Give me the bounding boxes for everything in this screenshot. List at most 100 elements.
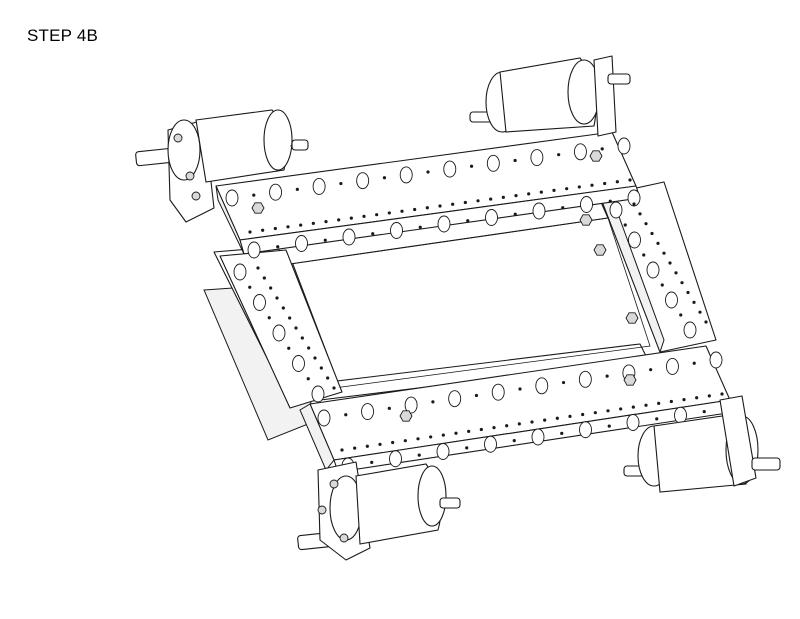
plate-hole-small <box>517 422 521 426</box>
plate-hole <box>225 189 239 207</box>
plate-hole-small <box>261 228 265 232</box>
plate-hole-small <box>605 374 609 378</box>
hex-nut <box>593 244 607 256</box>
plate-hole-small <box>649 368 653 372</box>
plate-hole-small <box>391 440 395 445</box>
plate-hole <box>485 209 498 226</box>
plate-hole <box>535 377 549 395</box>
plate-hole-small <box>306 377 310 381</box>
plate-hole-small <box>313 356 317 360</box>
plate-hole <box>436 443 450 460</box>
plate-hole-small <box>543 418 547 422</box>
plate-hole <box>491 383 505 401</box>
plate-hole-small <box>353 446 357 450</box>
plate-hole-small <box>469 164 474 168</box>
plate-hole-small <box>656 241 660 245</box>
plate-hole-small <box>466 219 470 223</box>
plate-hole-small <box>674 271 678 275</box>
plate-hole-small <box>644 222 648 226</box>
plate-hole-small <box>692 361 696 365</box>
plate-hole <box>530 149 544 167</box>
plate-hole-small <box>638 212 642 216</box>
plate-hole <box>272 324 286 342</box>
plate-hole-small <box>252 193 256 197</box>
plate-hole <box>531 428 545 446</box>
plate-hole-small <box>513 212 517 216</box>
plate-hole <box>404 396 418 414</box>
plate-hole-small <box>326 376 330 380</box>
plate-hole-small <box>632 202 636 206</box>
hex-nut <box>623 374 637 386</box>
plate-holes <box>225 137 735 475</box>
plate-hole <box>617 137 631 155</box>
plate-hole-small <box>668 261 672 265</box>
plate-hole-small <box>400 209 404 213</box>
plate-hole-small <box>669 399 673 404</box>
plate-hole-small <box>607 424 611 428</box>
plate-hole <box>626 414 640 431</box>
hex-nut <box>589 150 603 162</box>
plate-hole-small <box>311 221 315 225</box>
plate-hole <box>627 189 641 207</box>
plate-hole-small <box>319 366 323 370</box>
plate-hole <box>486 154 500 172</box>
plate-hole <box>683 321 697 339</box>
plate-hole <box>389 450 402 468</box>
plate-hole <box>532 202 546 220</box>
plate-hole <box>665 357 679 375</box>
plate-hole-small <box>513 158 517 163</box>
bolt-nuts <box>251 150 639 422</box>
plate-hole-small <box>378 442 382 446</box>
plate-hole-small <box>600 147 604 151</box>
plate-hole-small <box>514 194 518 198</box>
plate-hole-small <box>682 398 686 402</box>
plate-hole <box>312 177 326 195</box>
plate-hole-small <box>631 405 635 409</box>
plate-hole-small <box>561 206 565 210</box>
plate-hole-small <box>288 316 292 320</box>
plate-hole-small <box>267 316 271 320</box>
plate-hole-small <box>465 446 469 450</box>
plate-hole-small <box>628 178 632 182</box>
plate-hole-small <box>269 286 273 290</box>
plate-hole-small <box>323 238 327 242</box>
plate-hole <box>247 241 261 259</box>
plate-hole <box>443 160 457 178</box>
plate-hole-small <box>644 403 648 407</box>
plate-hole <box>292 355 305 372</box>
plate-hole <box>356 172 370 190</box>
plate-hole <box>269 183 283 201</box>
hex-nut <box>399 410 413 422</box>
plate-hole-small <box>479 427 483 432</box>
plate-hole-small <box>417 453 421 457</box>
plate-hole-small <box>425 206 429 210</box>
plate-hole-small <box>505 424 509 428</box>
plate-hole <box>674 406 687 424</box>
plate-hole-small <box>262 276 266 280</box>
plate-hole-small <box>581 412 585 417</box>
plate-hole-small <box>275 296 279 300</box>
plate-hole-small <box>339 181 343 186</box>
plate-hole-small <box>619 407 623 411</box>
plate-hole-small <box>593 411 597 415</box>
plate-hole-small <box>387 211 391 215</box>
plate-hole-small <box>349 216 353 220</box>
plate-hole-small <box>451 202 455 206</box>
plate-hole-small <box>431 400 435 404</box>
plate-hole-small <box>474 393 479 398</box>
plate-hole <box>609 201 623 219</box>
plate-hole-small <box>530 420 534 424</box>
plate-hole-small <box>539 190 543 194</box>
plate-hole-small <box>286 225 290 229</box>
plate-hole-small <box>281 306 285 310</box>
plate-hole-small <box>248 230 252 234</box>
plate-hole <box>709 351 723 369</box>
plate-hole <box>665 291 678 309</box>
plate-hole-small <box>660 283 664 287</box>
plate-hole-small <box>370 460 374 464</box>
plate-hole <box>646 261 660 279</box>
plate-hole <box>628 231 641 249</box>
plate-hole <box>253 294 266 311</box>
plate-hole-small <box>702 410 706 414</box>
plate-hole-small <box>590 183 594 187</box>
